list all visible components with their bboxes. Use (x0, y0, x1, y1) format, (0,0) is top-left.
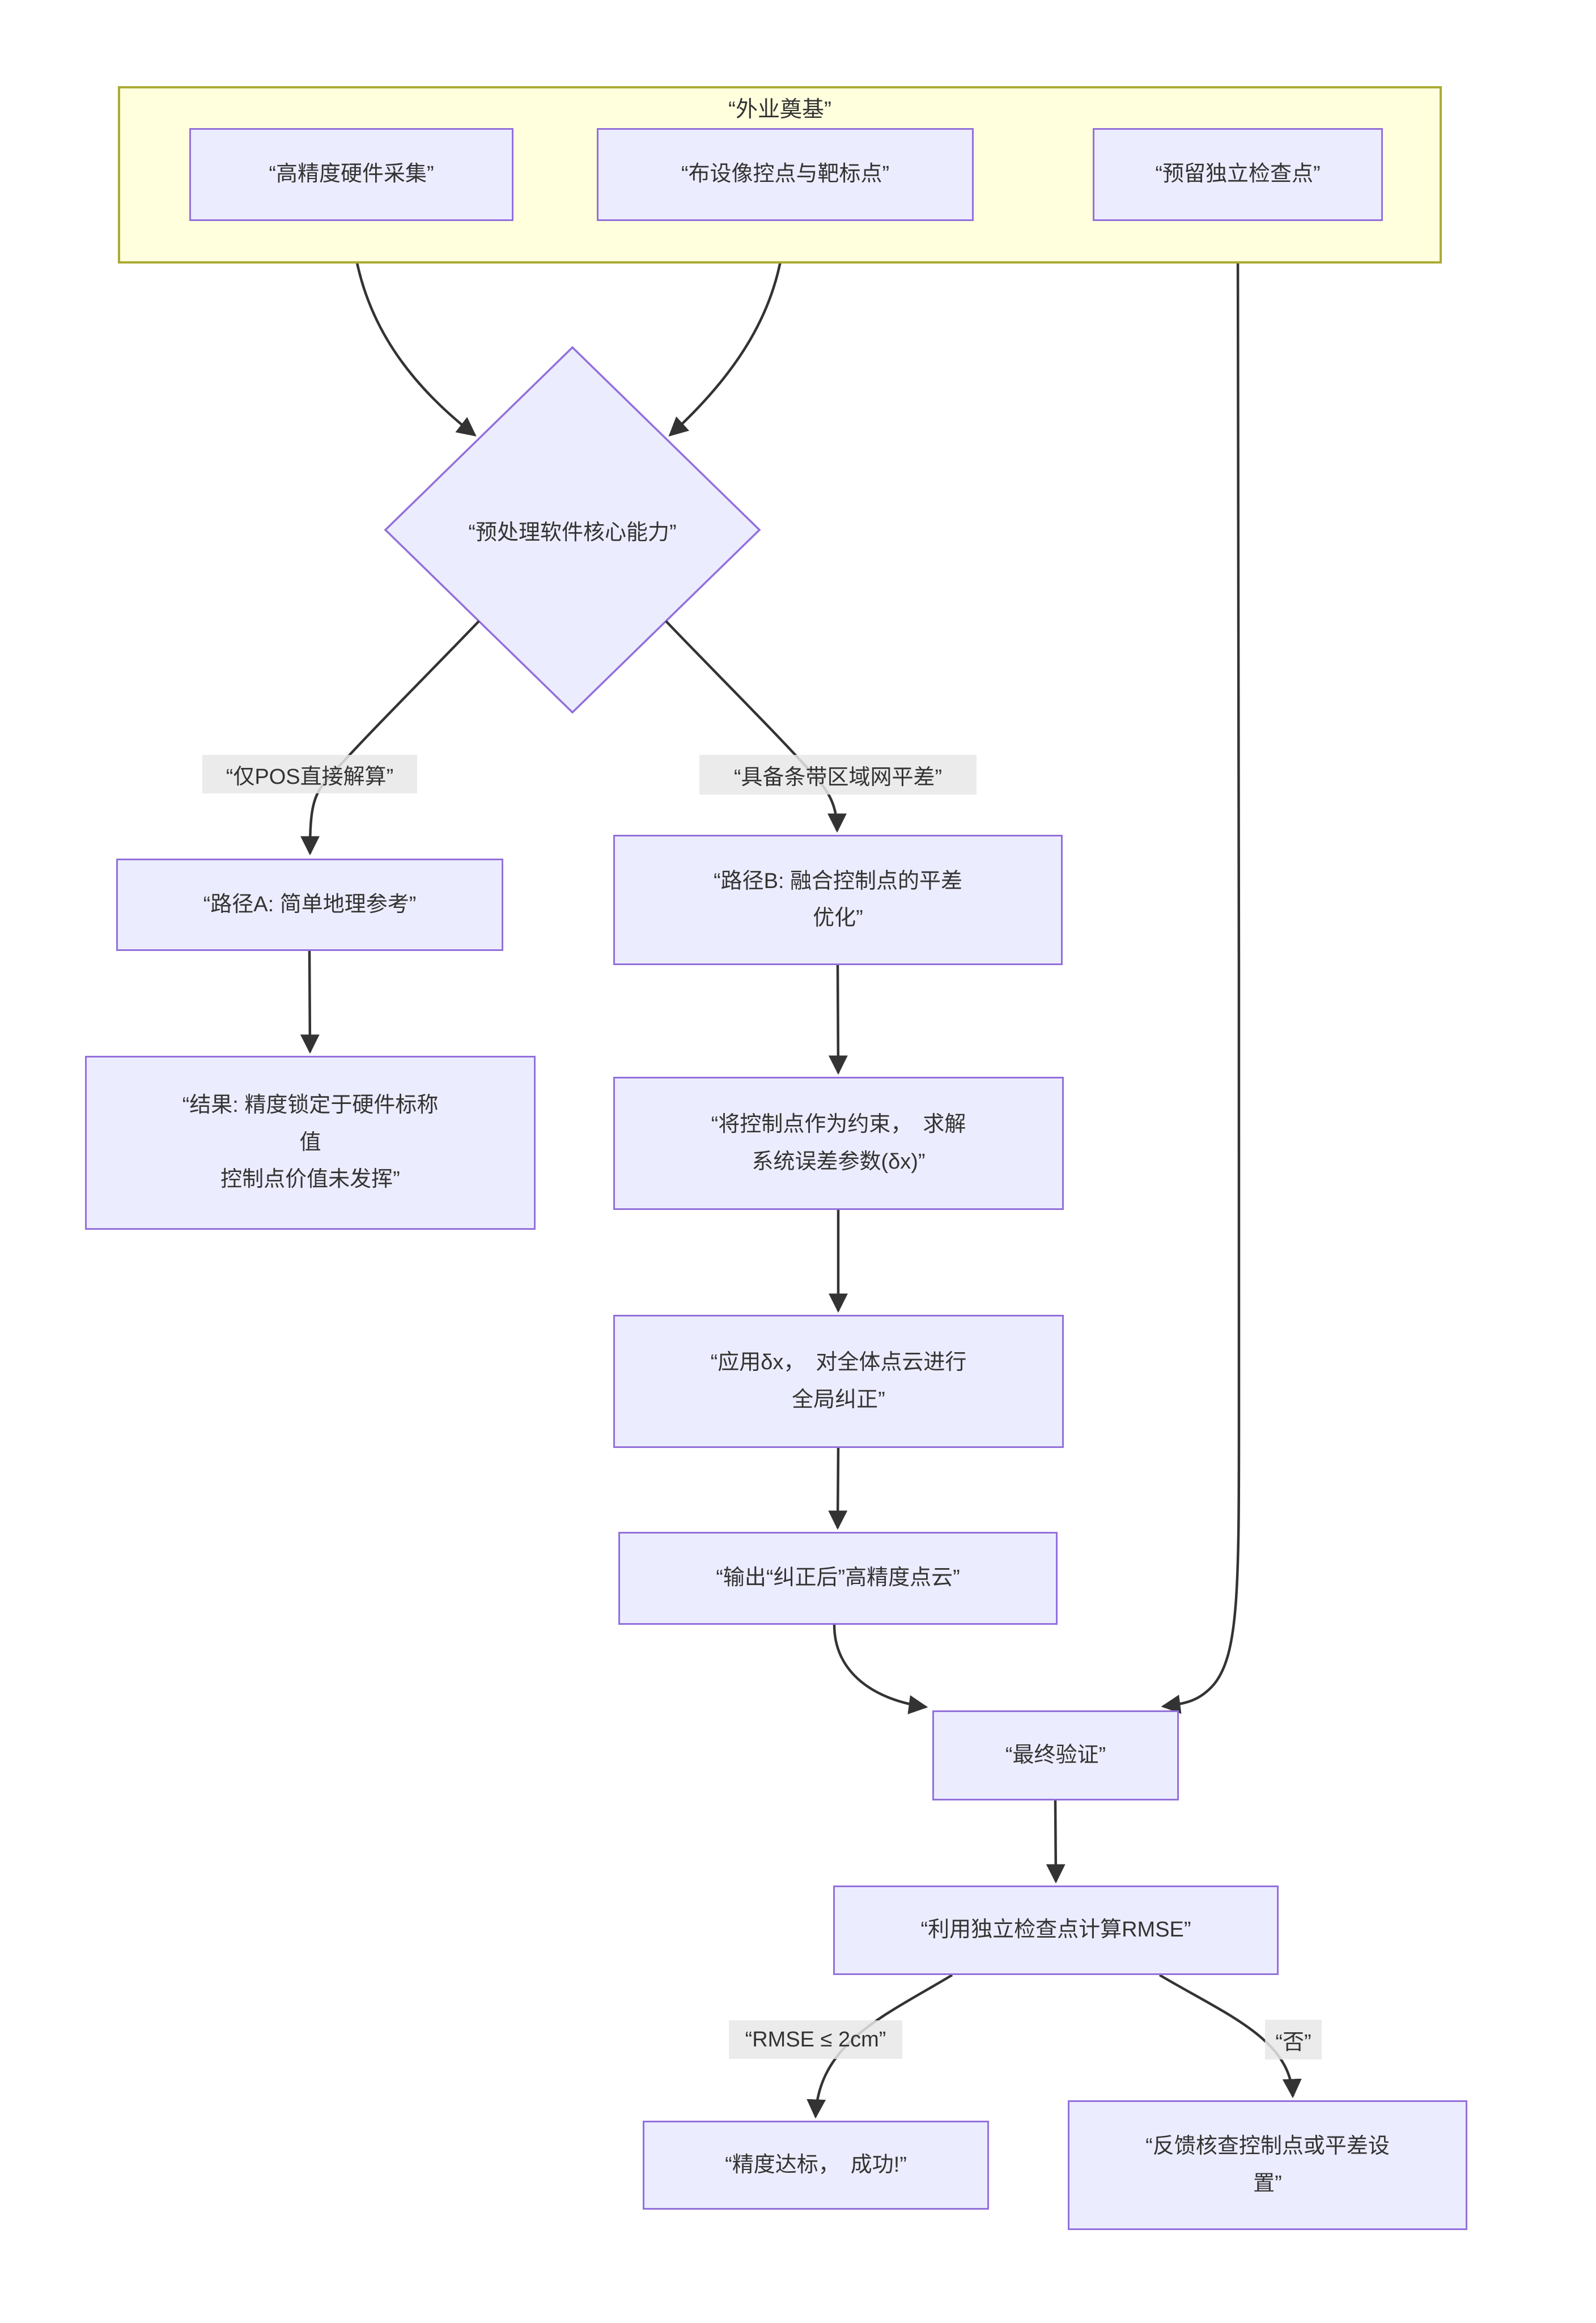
node-apply-dx: “应用δx， 对全体点云进行 全局纠正” (613, 1315, 1064, 1448)
node-constraint: “将控制点作为约束， 求解 系统误差参数(δx)” (613, 1077, 1064, 1210)
node-pathA: “路径A: 简单地理参考” (116, 859, 503, 951)
edge-decision-to-pathA (300, 620, 480, 856)
node-gcp: “布设像控点与靶标点” (597, 128, 974, 221)
edge-label-strip-adjust: “具备条带区域网平差” (699, 755, 977, 795)
edge-label-no: “否” (1265, 2020, 1322, 2059)
node-feedback: “反馈核查控制点或平差设 置” (1068, 2100, 1467, 2230)
cluster-fieldwork-title: “外业奠基” (728, 97, 831, 122)
node-decision-label: “预处理软件核心能力” (468, 520, 677, 545)
edge-final-to-rmse (1046, 1800, 1066, 1884)
node-checkpoints: “预留独立检查点” (1093, 128, 1383, 221)
edge-label-pos-only: “仅POS直接解算” (202, 755, 417, 793)
edge-output-to-final (833, 1624, 928, 1714)
edge-decision-to-pathB (665, 620, 847, 833)
edge-pathA-to-resultA (300, 950, 320, 1054)
node-output: “输出“纠正后”高精度点云” (618, 1532, 1058, 1625)
node-final-check: “最终验证” (932, 1710, 1179, 1800)
node-rmse: “利用独立检查点计算RMSE” (833, 1885, 1279, 1975)
node-pathB: “路径B: 融合控制点的平差 优化” (613, 835, 1063, 965)
node-success: “精度达标， 成功!” (643, 2121, 989, 2210)
edge-label-rmse-ok: “RMSE ≤ 2cm” (729, 2020, 902, 2059)
edge-checkpoints-to-final (1161, 222, 1241, 1714)
edge-rmse-to-feedback (1158, 1974, 1302, 2099)
node-hardware: “高精度硬件采集” (189, 128, 513, 221)
node-resultA: “结果: 精度锁定于硬件标称 值 控制点价值未发挥” (85, 1056, 536, 1230)
